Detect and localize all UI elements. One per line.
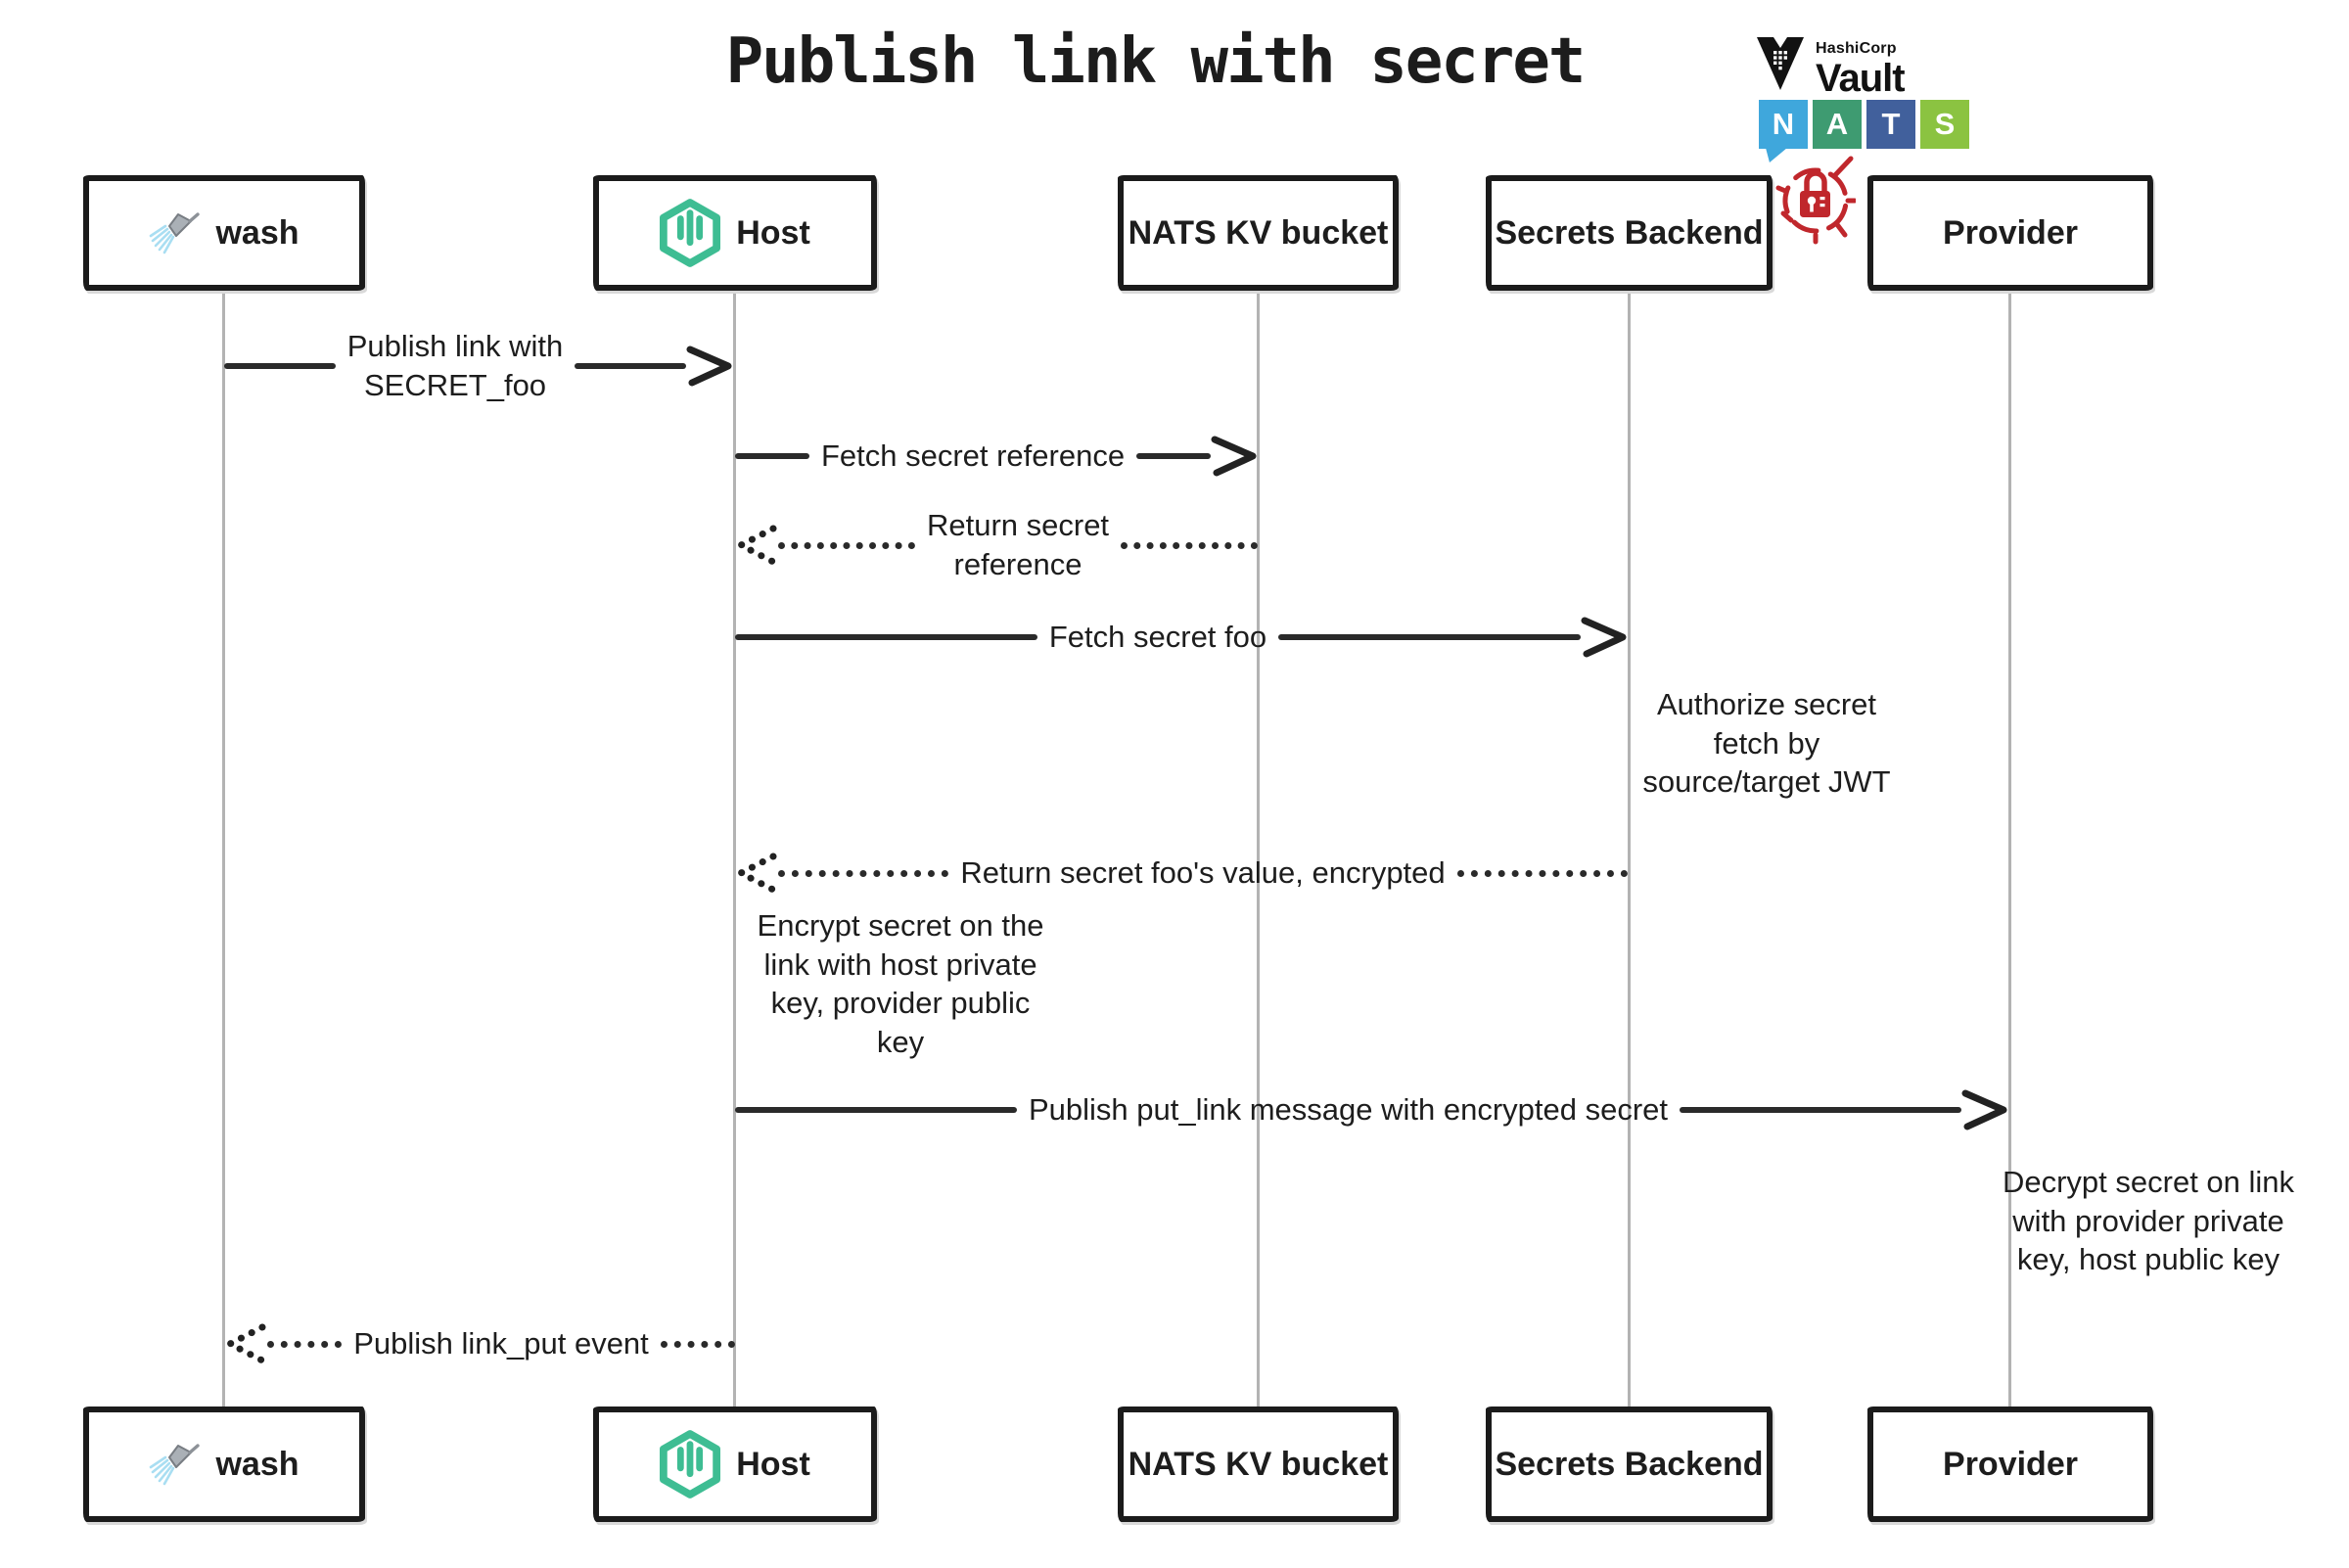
actor-box-nats-kv-top: NATS KV bucket [1118, 175, 1399, 291]
actor-box-host-top: Host [593, 175, 877, 291]
message-line [735, 634, 1037, 640]
note-encrypt-secret-on-link: Encrypt secret on the link with host pri… [757, 908, 1044, 1060]
actor-label-nats-kv: NATS KV bucket [1128, 1445, 1389, 1483]
nats-letter: A [1825, 107, 1849, 141]
nats-logo: N A T S [1759, 100, 1969, 162]
actor-box-nats-kv-bottom: NATS KV bucket [1118, 1407, 1399, 1522]
message-label: Publish put_link message with encrypted … [1028, 1091, 1669, 1127]
actor-box-wash-bottom: wash [83, 1407, 365, 1522]
wasmcloud-host-icon [660, 199, 721, 267]
vault-wordmark: HashiCorp Vault [1816, 40, 1906, 100]
arrowhead-left-dotted-icon [735, 853, 777, 894]
shower-icon [150, 212, 201, 254]
actor-box-secrets-backend-bottom: Secrets Backend [1486, 1407, 1773, 1522]
message-publish-link-with-secret: Publish link with SECRET_foo [224, 321, 733, 411]
message-line [735, 1107, 1017, 1113]
nats-letter: T [1881, 107, 1901, 141]
message-line [778, 541, 915, 549]
actor-label-secrets-backend: Secrets Backend [1495, 213, 1764, 252]
nats-tile-s: S [1920, 100, 1969, 149]
lifeline-wash [222, 290, 225, 1408]
wasmcloud-host-icon [660, 1430, 721, 1499]
message-publish-put-link: Publish put_link message with encrypted … [735, 1081, 2008, 1139]
message-line [1278, 634, 1581, 640]
message-label: Fetch secret reference [820, 438, 1126, 473]
actor-label-provider: Provider [1943, 213, 2078, 252]
lifeline-nats-kv-bucket [1257, 290, 1260, 1408]
message-publish-link-put-event: Publish link_put event [224, 1314, 735, 1373]
nats-tile-n: N [1759, 100, 1808, 162]
message-line [778, 869, 949, 877]
vault-product-text: Vault [1816, 57, 1906, 100]
message-line [735, 453, 809, 459]
actor-label-wash: wash [215, 213, 299, 252]
actor-box-provider-top: Provider [1867, 175, 2153, 291]
message-line [1136, 453, 1212, 459]
actor-label-secrets-backend: Secrets Backend [1495, 1445, 1764, 1483]
actor-label-nats-kv: NATS KV bucket [1128, 213, 1389, 252]
arrowhead-right-icon [1581, 617, 1627, 658]
message-label: Return secret foo's value, encrypted [960, 854, 1446, 890]
message-line [224, 363, 336, 369]
actor-box-provider-bottom: Provider [1867, 1407, 2153, 1522]
message-line [1456, 869, 1629, 877]
security-lock-icon [1775, 156, 1856, 245]
message-fetch-secret-foo: Fetch secret foo [735, 608, 1628, 667]
hashicorp-brand-text: HashiCorp [1816, 40, 1897, 57]
actor-box-secrets-backend-top: Secrets Backend [1486, 175, 1773, 291]
note-authorize-secret-fetch: Authorize secret fetch by source/target … [1642, 687, 1891, 800]
vault-triangle-icon [1757, 37, 1804, 90]
lifeline-host [733, 290, 736, 1408]
message-line [575, 363, 687, 369]
message-line [1121, 541, 1259, 549]
message-label: Return secret reference [926, 507, 1110, 581]
message-fetch-secret-reference: Fetch secret reference [735, 427, 1258, 485]
actor-label-host: Host [736, 1445, 810, 1483]
nats-tile-a: A [1813, 100, 1862, 149]
arrowhead-right-icon [1961, 1089, 2007, 1130]
message-label: Publish link with SECRET_foo [346, 328, 564, 402]
message-line [1680, 1107, 1961, 1113]
actor-label-host: Host [736, 213, 810, 252]
arrowhead-left-dotted-icon [224, 1323, 266, 1364]
actor-box-wash-top: wash [83, 175, 365, 291]
message-label: Publish link_put event [353, 1325, 649, 1360]
actor-label-wash: wash [215, 1445, 299, 1483]
actor-box-host-bottom: Host [593, 1407, 877, 1522]
nats-letter: S [1934, 107, 1956, 141]
diagram-title: Publish link with secret [725, 25, 1587, 98]
lifeline-secrets-backend [1628, 290, 1631, 1408]
note-decrypt-secret-on-link: Decrypt secret on link with provider pri… [2002, 1165, 2295, 1277]
arrowhead-right-icon [686, 346, 732, 387]
arrowhead-right-icon [1211, 436, 1257, 477]
message-line [660, 1340, 735, 1348]
actor-label-provider: Provider [1943, 1445, 2078, 1483]
message-label: Fetch secret foo [1048, 619, 1267, 654]
nats-tile-t: T [1866, 100, 1915, 149]
message-return-secret-value-encrypted: Return secret foo's value, encrypted [735, 844, 1629, 902]
nats-letter: N [1772, 107, 1795, 141]
shower-icon [150, 1444, 201, 1486]
message-return-secret-reference: Return secret reference [735, 502, 1259, 588]
message-line [267, 1340, 343, 1348]
vault-logo: HashiCorp Vault [1755, 35, 1906, 100]
arrowhead-left-dotted-icon [735, 525, 777, 566]
lifeline-provider [2008, 290, 2011, 1408]
